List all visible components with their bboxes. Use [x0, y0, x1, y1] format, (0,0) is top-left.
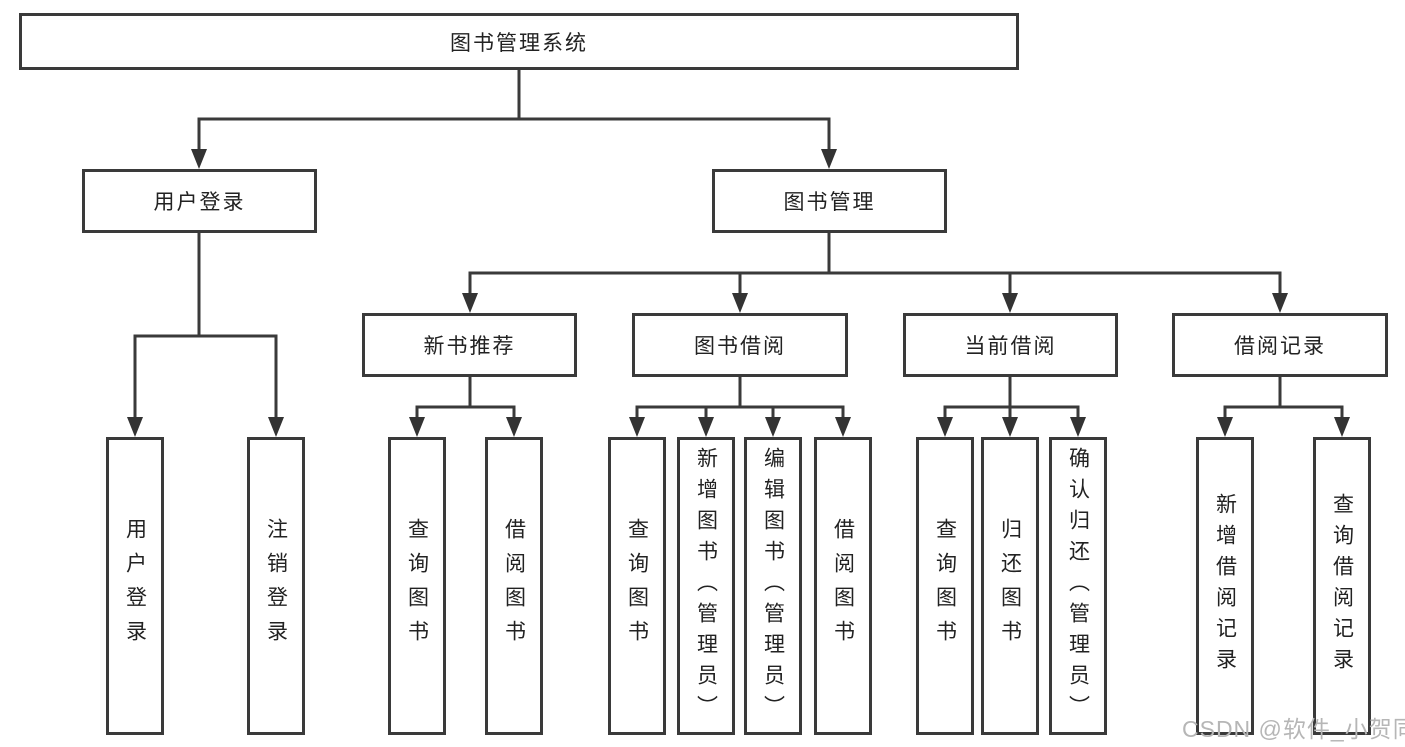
leaf-query-book-recommend: 查询图书	[388, 437, 446, 735]
arrowhead	[937, 417, 953, 437]
node-book-borrow: 图书借阅	[632, 313, 848, 377]
arrowhead	[1002, 417, 1018, 437]
leaf-query-borrow-record-label: 查询借阅记录	[1330, 493, 1354, 679]
node-borrow-records-label: 借阅记录	[1234, 335, 1326, 358]
leaf-borrow-book-borrow: 借阅图书	[814, 437, 872, 735]
leaf-borrow-book-recommend: 借阅图书	[485, 437, 543, 735]
node-new-book-recommend-label: 新书推荐	[423, 335, 516, 358]
arrowhead	[1334, 417, 1350, 437]
arrowhead	[821, 149, 837, 169]
leaf-add-book-admin: 新增图书（管理员）	[677, 437, 735, 735]
node-user-login-label: 用户登录	[153, 191, 246, 214]
arrowhead	[1002, 293, 1018, 313]
arrowhead	[409, 417, 425, 437]
leaf-add-book-admin-label: 新增图书（管理员）	[694, 446, 718, 726]
arrowhead	[835, 417, 851, 437]
leaf-query-borrow-record: 查询借阅记录	[1313, 437, 1371, 735]
node-root: 图书管理系统	[19, 13, 1019, 70]
node-new-book-recommend: 新书推荐	[362, 313, 577, 377]
arrowhead	[462, 293, 478, 313]
arrowhead	[1217, 417, 1233, 437]
leaf-confirm-return-admin-label: 确认归还（管理员）	[1066, 446, 1090, 726]
leaf-edit-book-admin: 编辑图书（管理员）	[744, 437, 802, 735]
arrowhead	[732, 293, 748, 313]
arrowhead	[191, 149, 207, 169]
leaf-query-book-current: 查询图书	[916, 437, 974, 735]
arrowhead	[506, 417, 522, 437]
leaf-borrow-book-borrow-label: 借阅图书	[831, 518, 855, 654]
node-root-label: 图书管理系统	[450, 31, 588, 55]
leaf-edit-book-admin-label: 编辑图书（管理员）	[761, 446, 785, 726]
leaf-add-borrow-record: 新增借阅记录	[1196, 437, 1254, 735]
watermark: CSDN @软件_小贺同学	[1182, 716, 1405, 742]
leaf-user-login: 用户登录	[106, 437, 164, 735]
node-user-login: 用户登录	[82, 169, 317, 233]
node-borrow-records: 借阅记录	[1172, 313, 1388, 377]
leaf-borrow-book-recommend-label: 借阅图书	[502, 518, 526, 654]
arrowhead	[629, 417, 645, 437]
node-current-borrow-label: 当前借阅	[964, 335, 1057, 358]
arrowhead	[1272, 293, 1288, 313]
node-book-management-label: 图书管理	[783, 191, 876, 214]
node-book-management: 图书管理	[712, 169, 947, 233]
leaf-query-book-borrow: 查询图书	[608, 437, 666, 735]
leaf-add-borrow-record-label: 新增借阅记录	[1213, 493, 1237, 679]
arrowhead	[268, 417, 284, 437]
leaf-logout: 注销登录	[247, 437, 305, 735]
arrowhead	[127, 417, 143, 437]
leaf-logout-label: 注销登录	[264, 518, 288, 654]
arrowhead	[1070, 417, 1086, 437]
arrowhead	[698, 417, 714, 437]
leaf-return-book: 归还图书	[981, 437, 1039, 735]
node-current-borrow: 当前借阅	[903, 313, 1118, 377]
node-book-borrow-label: 图书借阅	[694, 335, 786, 358]
leaf-query-book-recommend-label: 查询图书	[405, 518, 429, 654]
leaf-query-book-borrow-label: 查询图书	[625, 518, 649, 654]
leaf-return-book-label: 归还图书	[998, 518, 1022, 654]
arrowhead	[765, 417, 781, 437]
leaf-query-book-current-label: 查询图书	[933, 518, 957, 654]
leaf-user-login-label: 用户登录	[123, 518, 147, 654]
leaf-confirm-return-admin: 确认归还（管理员）	[1049, 437, 1107, 735]
